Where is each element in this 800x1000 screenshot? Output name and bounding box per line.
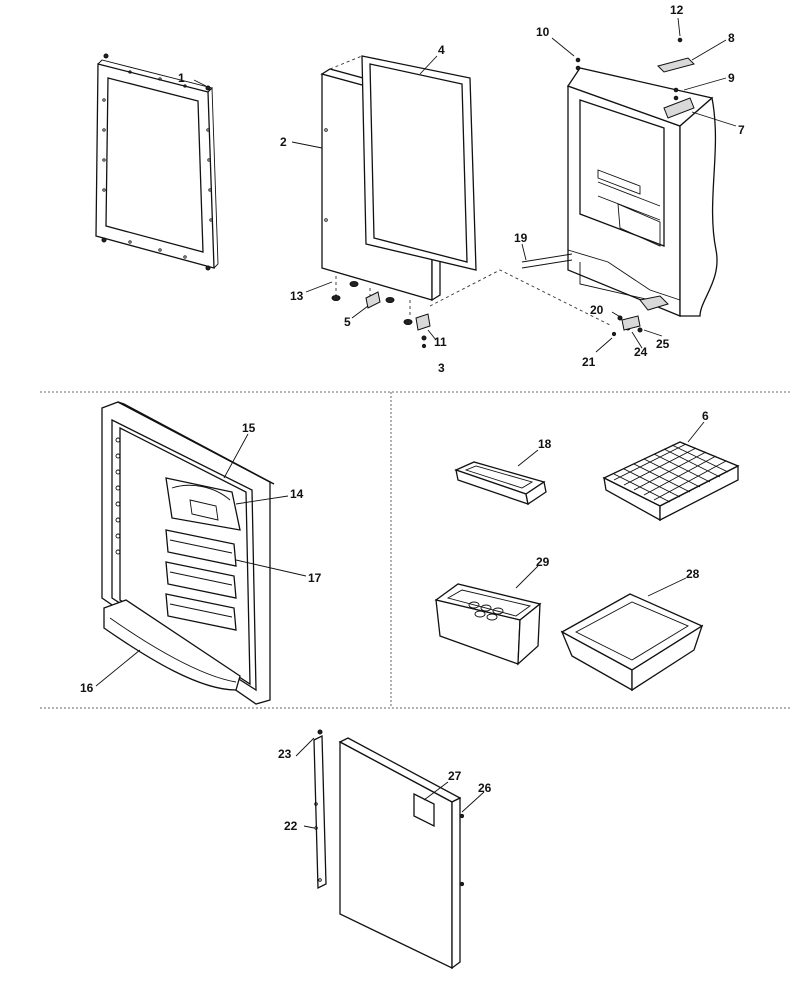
door-handle-strip [313, 729, 327, 890]
callout-27: 27 [448, 769, 462, 783]
callout-7: 7 [738, 123, 745, 137]
lower-door-panel [338, 737, 465, 970]
callout-24: 24 [634, 345, 648, 359]
callout-26: 26 [478, 781, 492, 795]
door-liner-assembly [101, 401, 275, 705]
leader-lines [95, 17, 737, 829]
callout-25: 25 [656, 337, 670, 351]
callout-5: 5 [344, 315, 351, 329]
callout-14: 14 [290, 487, 304, 501]
callout-labels: 1 2 3 4 5 6 7 8 9 10 11 12 13 14 15 16 1… [80, 3, 745, 833]
refrigerator-cabinet [521, 37, 718, 337]
egg-tray [454, 461, 547, 506]
callout-18: 18 [538, 437, 552, 451]
door-gasket [361, 55, 477, 271]
callout-3: 3 [438, 361, 445, 375]
door-trim-frame [95, 53, 219, 271]
callout-15: 15 [242, 421, 256, 435]
callout-11: 11 [434, 335, 447, 349]
crisper-pan [560, 593, 704, 692]
callout-13: 13 [290, 289, 304, 303]
callout-16: 16 [80, 681, 94, 695]
callout-29: 29 [536, 555, 550, 569]
callout-9: 9 [728, 71, 735, 85]
callout-8: 8 [728, 31, 735, 45]
callout-17: 17 [308, 571, 322, 585]
callout-6: 6 [702, 409, 709, 423]
callout-21: 21 [582, 355, 596, 369]
callout-22: 22 [284, 819, 298, 833]
deli-bin [434, 583, 542, 666]
callout-23: 23 [278, 747, 292, 761]
callout-12: 12 [670, 3, 684, 17]
callout-10: 10 [536, 25, 550, 39]
callout-2: 2 [280, 135, 287, 149]
callout-4: 4 [438, 43, 445, 57]
door-hinge-hardware [331, 276, 431, 349]
callout-1: 1 [178, 71, 185, 85]
callout-19: 19 [514, 231, 528, 245]
ice-cube-tray [602, 441, 740, 522]
callout-28: 28 [686, 567, 700, 581]
callout-20: 20 [590, 303, 604, 317]
